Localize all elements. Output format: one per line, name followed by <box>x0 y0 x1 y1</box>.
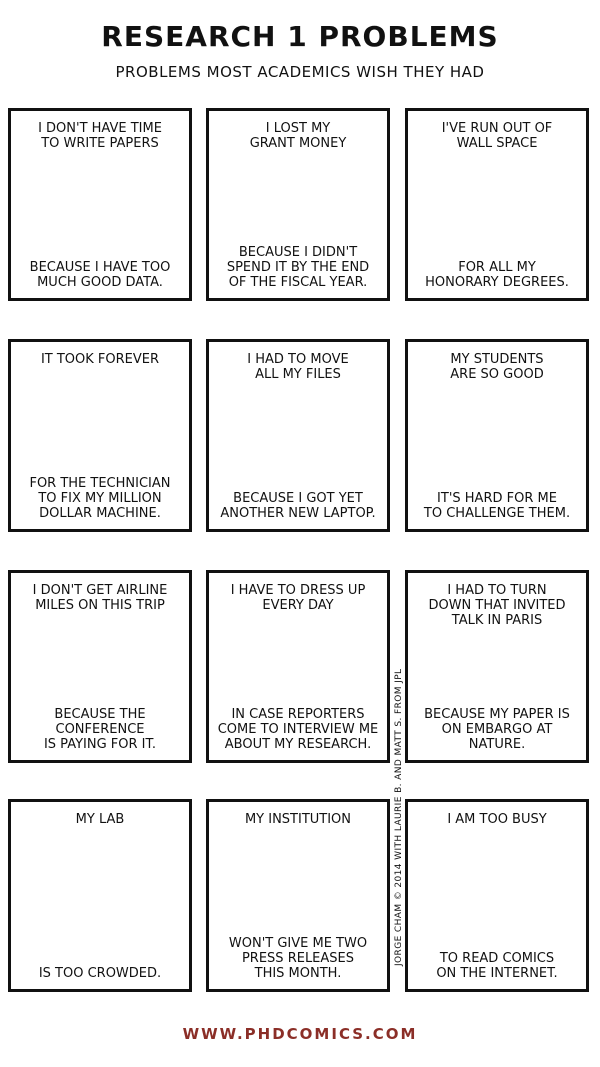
comic-panel: I DON'T GET AIRLINE MILES ON THIS TRIP B… <box>8 570 192 763</box>
comic-panel: IT TOOK FOREVER FOR THE TECHNICIAN TO FI… <box>8 339 192 532</box>
comic-panel: I HAD TO MOVE ALL MY FILES BECAUSE I GOT… <box>206 339 390 532</box>
comic-panel: MY INSTITUTION WON'T GIVE ME TWO PRESS R… <box>206 799 390 992</box>
panel-top-text: I DON'T HAVE TIME TO WRITE PAPERS <box>38 121 162 151</box>
panel-top-text: I'VE RUN OUT OF WALL SPACE <box>441 121 553 151</box>
panel-bottom-text: WON'T GIVE ME TWO PRESS RELEASES THIS MO… <box>228 936 368 981</box>
comic-panel: I DON'T HAVE TIME TO WRITE PAPERS BECAUS… <box>8 108 192 301</box>
panel-top-text: I LOST MY GRANT MONEY <box>249 121 347 151</box>
panel-bottom-text: TO READ COMICS ON THE INTERNET. <box>436 951 558 981</box>
comic-panel: I HAD TO TURN DOWN THAT INVITED TALK IN … <box>405 570 589 763</box>
panel-top-text: MY LAB <box>75 812 125 827</box>
panel-top-text: I HAD TO TURN DOWN THAT INVITED TALK IN … <box>428 583 566 628</box>
comic-panel: MY STUDENTS ARE SO GOOD IT'S HARD FOR ME… <box>405 339 589 532</box>
panel-top-text: I HAVE TO DRESS UP EVERY DAY <box>230 583 366 613</box>
panel-bottom-text: IN CASE REPORTERS COME TO INTERVIEW ME A… <box>217 707 379 752</box>
comic-title: RESEARCH 1 PROBLEMS <box>101 20 499 53</box>
panel-top-text: I HAD TO MOVE ALL MY FILES <box>247 352 349 382</box>
panel-top-text: MY STUDENTS ARE SO GOOD <box>450 352 544 382</box>
comic-panel: MY LAB IS TOO CROWDED. <box>8 799 192 992</box>
panel-top-text: I DON'T GET AIRLINE MILES ON THIS TRIP <box>32 583 168 613</box>
comic-panel: I'VE RUN OUT OF WALL SPACE FOR ALL MY HO… <box>405 108 589 301</box>
panel-bottom-text: BECAUSE I DIDN'T SPEND IT BY THE END OF … <box>226 245 370 290</box>
comic-panel: I AM TOO BUSY TO READ COMICS ON THE INTE… <box>405 799 589 992</box>
panel-bottom-text: FOR ALL MY HONORARY DEGREES. <box>425 260 569 290</box>
panel-bottom-text: BECAUSE MY PAPER IS ON EMBARGO AT NATURE… <box>424 707 570 752</box>
panel-bottom-text: BECAUSE I HAVE TOO MUCH GOOD DATA. <box>29 260 171 290</box>
panel-top-text: I AM TOO BUSY <box>447 812 547 827</box>
panel-bottom-text: IT'S HARD FOR ME TO CHALLENGE THEM. <box>423 491 571 521</box>
panel-top-text: MY INSTITUTION <box>244 812 352 827</box>
panel-bottom-text: BECAUSE I GOT YET ANOTHER NEW LAPTOP. <box>220 491 376 521</box>
site-url[interactable]: WWW.PHDCOMICS.COM <box>182 1025 418 1043</box>
comic-panel: I HAVE TO DRESS UP EVERY DAY IN CASE REP… <box>206 570 390 763</box>
comic-panel: I LOST MY GRANT MONEY BECAUSE I DIDN'T S… <box>206 108 390 301</box>
panel-bottom-text: IS TOO CROWDED. <box>38 966 162 981</box>
panel-bottom-text: FOR THE TECHNICIAN TO FIX MY MILLION DOL… <box>29 476 171 521</box>
panel-bottom-text: BECAUSE THE CONFERENCE IS PAYING FOR IT. <box>43 707 157 752</box>
comic-subtitle: PROBLEMS MOST ACADEMICS WISH THEY HAD <box>115 63 485 81</box>
panel-top-text: IT TOOK FOREVER <box>40 352 160 367</box>
author-credit: JORGE CHAM © 2014 WITH LAURIE B. AND MAT… <box>394 668 404 966</box>
